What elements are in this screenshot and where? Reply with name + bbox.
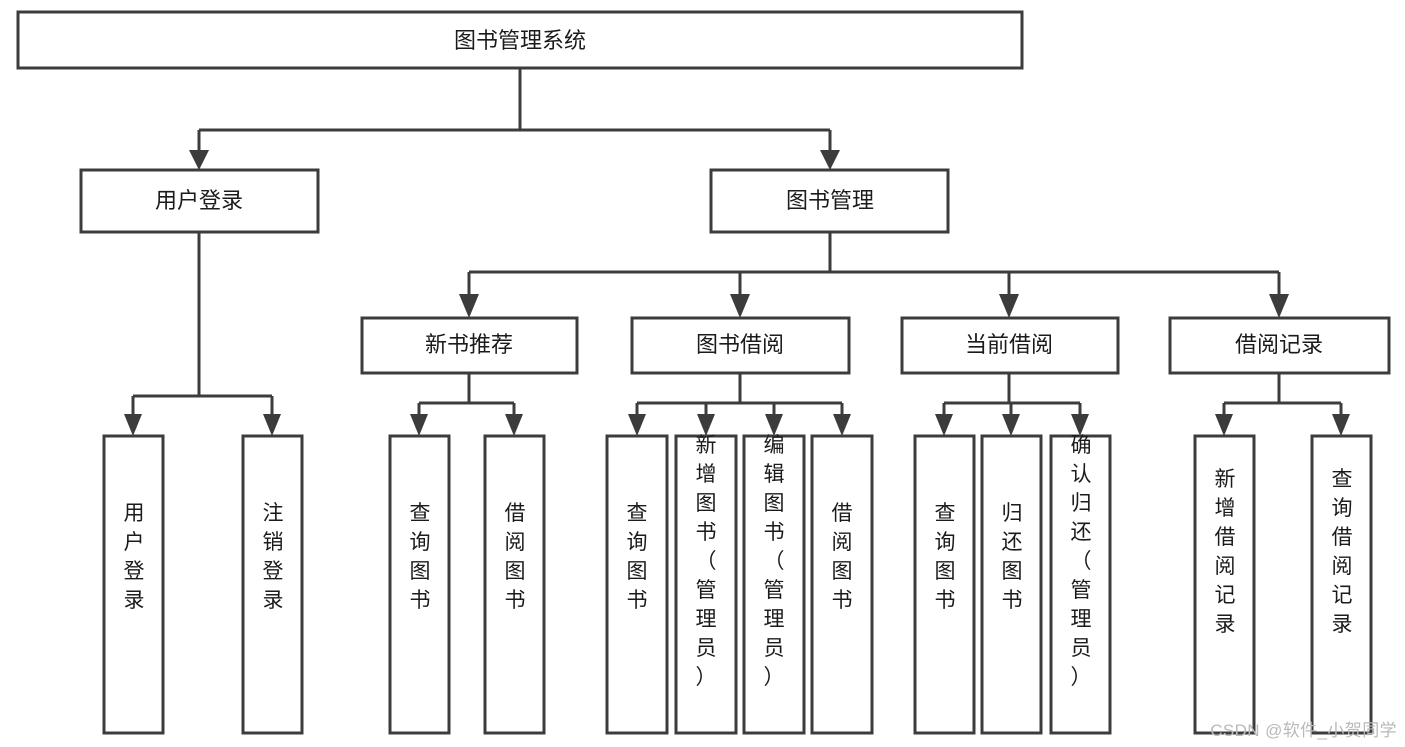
node-leaf-user-logout[interactable]: 注销登录	[241, 434, 304, 735]
node-leaf-query-book-1-label: 查询图书	[410, 502, 431, 612]
node-leaf-user-login[interactable]: 用户登录	[102, 434, 165, 735]
node-leaf-confirm-return-label: 确认归还（管理员）	[1071, 434, 1092, 689]
node-root-label: 图书管理系统	[454, 28, 586, 53]
node-borrow-record-label: 借阅记录	[1235, 332, 1323, 357]
node-leaf-add-book-box[interactable]	[674, 434, 738, 735]
node-current-borrow[interactable]: 当前借阅	[900, 316, 1120, 375]
arrowhead-new-book-recommend	[459, 294, 479, 318]
node-leaf-query-book-3-box[interactable]	[913, 434, 976, 735]
arrowhead-leaf-add-record	[1215, 414, 1233, 436]
node-leaf-return-book-label: 归还图书	[1002, 502, 1023, 612]
node-leaf-borrow-book-2-label: 借阅图书	[832, 502, 853, 612]
node-leaf-add-book[interactable]: 新增图书（管理员）	[674, 434, 738, 735]
arrowhead-leaf-return-book	[1002, 414, 1020, 436]
node-user-login-label: 用户登录	[155, 188, 243, 213]
node-leaf-return-book[interactable]: 归还图书	[980, 434, 1043, 735]
node-current-borrow-box[interactable]	[900, 316, 1120, 375]
node-leaf-borrow-book-1-label: 借阅图书	[505, 502, 526, 612]
node-current-borrow-label: 当前借阅	[965, 332, 1053, 357]
node-leaf-confirm-return-box[interactable]	[1049, 434, 1112, 735]
node-borrow-record-box[interactable]	[1168, 316, 1391, 375]
arrowhead-leaf-borrow-book-2	[833, 414, 851, 436]
arrowhead-leaf-query-book-2	[628, 414, 646, 436]
node-book-borrow[interactable]: 图书借阅	[630, 316, 851, 375]
node-leaf-query-book-3-label: 查询图书	[935, 502, 956, 612]
node-new-book-recommend-box[interactable]	[360, 316, 579, 375]
arrowhead-user-login	[189, 150, 209, 170]
node-new-book-recommend[interactable]: 新书推荐	[360, 316, 579, 375]
node-book-borrow-box[interactable]	[630, 316, 851, 375]
node-leaf-query-book-3[interactable]: 查询图书	[913, 434, 976, 735]
arrowhead-leaf-user-logout	[263, 414, 281, 436]
node-leaf-add-record[interactable]: 新增借阅记录	[1193, 434, 1256, 735]
arrowhead-leaf-query-book-3	[935, 414, 953, 436]
node-leaf-query-book-2-box[interactable]	[605, 434, 669, 735]
node-leaf-edit-book-label: 编辑图书（管理员）	[764, 434, 785, 689]
node-book-management-label: 图书管理	[786, 188, 874, 213]
arrowhead-leaf-add-book	[697, 414, 715, 436]
node-leaf-query-record-label: 查询借阅记录	[1332, 468, 1353, 636]
node-leaf-query-book-1[interactable]: 查询图书	[388, 434, 451, 735]
node-borrow-record[interactable]: 借阅记录	[1168, 316, 1391, 375]
node-root[interactable]: 图书管理系统	[16, 10, 1024, 70]
node-leaf-user-logout-label: 注销登录	[263, 502, 284, 612]
node-leaf-borrow-book-2[interactable]: 借阅图书	[810, 434, 874, 735]
node-new-book-recommend-label: 新书推荐	[425, 332, 513, 357]
arrowhead-leaf-borrow-book-1	[505, 414, 523, 436]
node-leaf-user-login-label: 用户登录	[124, 502, 145, 612]
arrowhead-leaf-user-login	[124, 414, 142, 436]
connector-layer	[124, 68, 1350, 436]
node-leaf-add-record-label: 新增借阅记录	[1215, 468, 1236, 636]
node-leaf-borrow-book-1-box[interactable]	[483, 434, 546, 735]
node-leaf-borrow-book-2-box[interactable]	[810, 434, 874, 735]
node-leaf-user-logout-box[interactable]	[241, 434, 304, 735]
node-leaf-confirm-return[interactable]: 确认归还（管理员）	[1049, 434, 1112, 735]
arrowhead-current-borrow	[999, 294, 1019, 318]
arrowhead-book-borrow	[730, 294, 750, 318]
arrowhead-leaf-query-book-1	[410, 414, 428, 436]
arrowhead-borrow-record	[1269, 294, 1289, 318]
arrowhead-leaf-query-record	[1332, 414, 1350, 436]
arrowhead-leaf-edit-book	[765, 414, 783, 436]
node-leaf-user-login-box[interactable]	[102, 434, 165, 735]
node-book-management[interactable]: 图书管理	[709, 168, 950, 234]
node-leaf-return-book-box[interactable]	[980, 434, 1043, 735]
node-book-borrow-label: 图书借阅	[696, 332, 784, 357]
node-leaf-query-record-box[interactable]	[1310, 434, 1373, 735]
node-leaf-edit-book-box[interactable]	[742, 434, 806, 735]
node-leaf-add-book-label: 新增图书（管理员）	[696, 434, 717, 689]
node-leaf-edit-book[interactable]: 编辑图书（管理员）	[742, 434, 806, 735]
node-user-login[interactable]: 用户登录	[79, 168, 320, 234]
node-leaf-query-book-2-label: 查询图书	[627, 502, 648, 612]
node-leaf-add-record-box[interactable]	[1193, 434, 1256, 735]
arrowhead-leaf-confirm-return	[1071, 414, 1089, 436]
node-leaf-borrow-book-1[interactable]: 借阅图书	[483, 434, 546, 735]
node-leaf-query-record[interactable]: 查询借阅记录	[1310, 434, 1373, 735]
node-book-management-box[interactable]	[709, 168, 950, 234]
node-root-box[interactable]	[16, 10, 1024, 70]
node-user-login-box[interactable]	[79, 168, 320, 234]
node-leaf-query-book-1-box[interactable]	[388, 434, 451, 735]
arrowhead-book-management	[820, 150, 840, 170]
node-leaf-query-book-2[interactable]: 查询图书	[605, 434, 669, 735]
